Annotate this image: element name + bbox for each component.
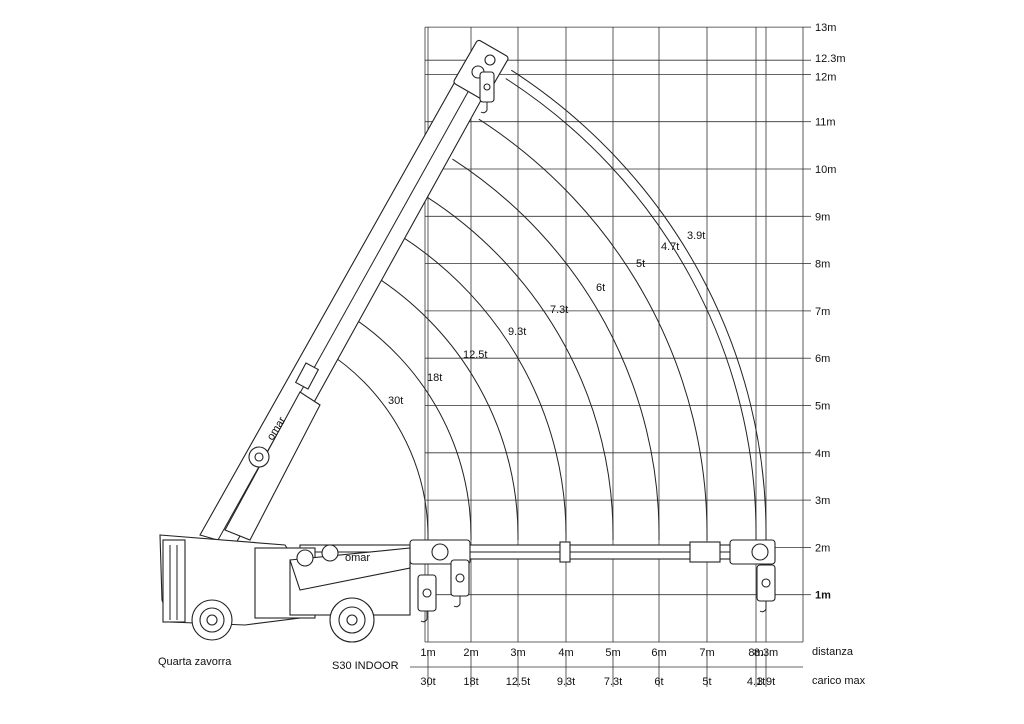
load-tick-label: 7.3t — [604, 676, 622, 688]
load-tick-label: 3.9t — [757, 676, 775, 688]
distance-tick-label: 7m — [699, 647, 714, 659]
arc-load-label: 30t — [388, 395, 403, 407]
load-tick-label: 5t — [702, 676, 711, 688]
distance-tick-label: 8.3m — [754, 647, 778, 659]
height-tick-label: 9m — [815, 211, 830, 223]
distance-tick-label: 8m — [748, 647, 763, 659]
reach-arc — [478, 118, 708, 541]
ballast-label: Quarta zavorra — [158, 656, 232, 668]
height-axis: 1m 2m 3m 4m 5m 6m 7m 8m 9m 10m 11m 12m 12.3m 13m — [803, 22, 846, 602]
load-axis-title: carico max — [812, 675, 866, 687]
distance-axis: 1m 2m 3m 4m 5m 6m 7m 8m8.3m — [410, 647, 803, 687]
arc-load-label: 6t — [596, 282, 605, 294]
reach-arc — [401, 235, 567, 541]
distance-tick-label: 5m — [605, 647, 620, 659]
distance-tick-label: 2m — [463, 647, 478, 659]
distance-tick-label: 3m — [510, 647, 525, 659]
chassis-brand-label: omar — [345, 552, 370, 564]
arc-load-label: 7.3t — [550, 304, 568, 316]
load-tick-label: 6t — [654, 676, 663, 688]
reach-arc — [511, 69, 767, 541]
distance-axis-title: distanza — [812, 646, 854, 658]
load-tick-label: 9.3t — [557, 676, 575, 688]
distance-tick-label: 6m — [651, 647, 666, 659]
height-tick-label: 7m — [815, 306, 830, 318]
arc-load-label: 12.5t — [463, 349, 487, 361]
model-label: S30 INDOOR — [332, 660, 399, 672]
arc-load-label: 18t — [427, 372, 442, 384]
height-tick-label: 4m — [815, 448, 830, 460]
distance-tick-label: 4m — [558, 647, 573, 659]
arc-load-labels: 30t 18t 12.5t 9.3t 7.3t 6t 5t 4.7t 3.9t — [388, 230, 705, 407]
load-tick-label: 12.5t — [506, 676, 530, 688]
reach-arc — [348, 314, 472, 541]
height-tick-label: 12m — [815, 71, 836, 83]
height-tick-label: 8m — [815, 259, 830, 271]
height-tick-label: 1m — [815, 590, 831, 602]
crane-illustration: omar omar — [159, 39, 776, 643]
distance-tick-label: 1m — [420, 647, 435, 659]
height-tick-label: 13m — [815, 22, 836, 34]
load-axis: 30t 18t 12.5t 9.3t 7.3t 6t 5t 4.1t3.9t — [420, 676, 775, 688]
reach-arc — [325, 350, 429, 541]
height-tick-label: 5m — [815, 401, 830, 413]
reach-arcs — [325, 69, 767, 541]
height-tick-label: 6m — [815, 353, 830, 365]
height-tick-label: 10m — [815, 164, 836, 176]
reach-arc — [374, 275, 519, 541]
height-tick-label: 3m — [815, 495, 830, 507]
reach-arc — [426, 196, 614, 541]
reach-arc — [452, 158, 660, 541]
load-tick-label: 30t — [420, 676, 435, 688]
height-tick-label: 11m — [815, 117, 836, 129]
arc-load-label: 4.7t — [661, 241, 679, 253]
arc-load-label: 9.3t — [508, 326, 526, 338]
load-tick-label: 4.1t — [747, 676, 765, 688]
arc-load-label: 3.9t — [687, 230, 705, 242]
height-tick-label: 12.3m — [815, 53, 846, 65]
arc-load-label: 5t — [636, 258, 645, 270]
reach-arc — [505, 78, 757, 541]
height-tick-label: 2m — [815, 542, 830, 554]
load-tick-label: 18t — [463, 676, 478, 688]
